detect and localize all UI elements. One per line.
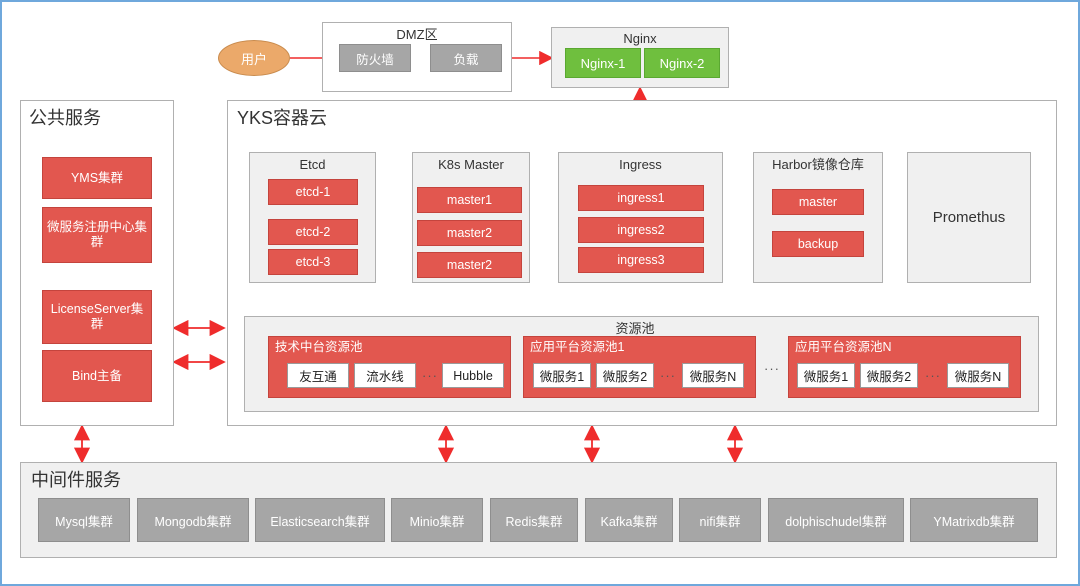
pool-label-tech-middle: 技术中台资源池 (275, 340, 363, 354)
pool-item-hubble[interactable]: Hubble (442, 363, 504, 388)
public-service-title: 公共服务 (29, 108, 101, 128)
pool-item-youhutong[interactable]: 友互通 (287, 363, 349, 388)
middleware-node-ymatrixdb[interactable]: YMatrixdb集群 (910, 498, 1038, 542)
pooln-item-microservice-1[interactable]: 微服务1 (797, 363, 855, 388)
etcd-node-2[interactable]: etcd-2 (268, 219, 358, 245)
harbor-node-master[interactable]: master (772, 189, 864, 215)
etcd-node-3[interactable]: etcd-3 (268, 249, 358, 275)
pooln-ellipsis: ··· (925, 368, 941, 383)
pool-ellipsis-tech: ··· (422, 368, 438, 383)
middleware-node-mongodb[interactable]: Mongodb集群 (137, 498, 249, 542)
dmz-title: DMZ区 (396, 27, 438, 42)
pool1-item-microservice-n[interactable]: 微服务N (682, 363, 744, 388)
middleware-node-nifi[interactable]: nifi集群 (679, 498, 761, 542)
ingress-node-2[interactable]: ingress2 (578, 217, 704, 243)
k8s-master-title: K8s Master (438, 157, 504, 172)
nginx-node-1[interactable]: Nginx-1 (565, 48, 641, 78)
pool1-item-microservice-2[interactable]: 微服务2 (596, 363, 654, 388)
harbor-title: Harbor镜像仓库 (772, 157, 864, 172)
middleware-node-kafka[interactable]: Kafka集群 (585, 498, 673, 542)
pooln-item-microservice-n[interactable]: 微服务N (947, 363, 1009, 388)
pool1-ellipsis: ··· (660, 368, 676, 383)
public-node-bind[interactable]: Bind主备 (42, 350, 152, 402)
pool-item-pipeline[interactable]: 流水线 (354, 363, 416, 388)
pool-label-app-platform-1: 应用平台资源池1 (530, 340, 625, 354)
harbor-node-backup[interactable]: backup (772, 231, 864, 257)
middleware-node-mysql[interactable]: Mysql集群 (38, 498, 130, 542)
user-node[interactable]: 用户 (218, 40, 290, 76)
yks-title: YKS容器云 (237, 108, 328, 128)
harbor-group: Harbor镜像仓库 (753, 152, 883, 283)
promethus-title: Promethus (932, 209, 1006, 226)
pool-label-app-platform-n: 应用平台资源池N (795, 340, 892, 354)
ingress-node-1[interactable]: ingress1 (578, 185, 704, 211)
dmz-node-load-balancer[interactable]: 负载 (430, 44, 502, 72)
etcd-title: Etcd (299, 157, 326, 172)
nginx-title: Nginx (623, 31, 657, 46)
k8s-node-master3[interactable]: master2 (417, 252, 522, 278)
resource-pool-ellipsis: ··· (764, 360, 780, 376)
pool1-item-microservice-1[interactable]: 微服务1 (533, 363, 591, 388)
middleware-node-dolphischudel[interactable]: dolphischudel集群 (768, 498, 904, 542)
public-node-license-server[interactable]: LicenseServer集群 (42, 290, 152, 344)
middleware-node-redis[interactable]: Redis集群 (490, 498, 578, 542)
public-node-microservice-registry[interactable]: 微服务注册中心集群 (42, 207, 152, 263)
k8s-node-master1[interactable]: master1 (417, 187, 522, 213)
middleware-title: 中间件服务 (31, 470, 121, 490)
ingress-node-3[interactable]: ingress3 (578, 247, 704, 273)
pooln-item-microservice-2[interactable]: 微服务2 (860, 363, 918, 388)
k8s-node-master2[interactable]: master2 (417, 220, 522, 246)
middleware-node-minio[interactable]: Minio集群 (391, 498, 483, 542)
etcd-node-1[interactable]: etcd-1 (268, 179, 358, 205)
ingress-title: Ingress (619, 157, 662, 172)
dmz-node-firewall[interactable]: 防火墙 (339, 44, 411, 72)
resource-pool-title: 资源池 (615, 321, 655, 336)
middleware-node-elasticsearch[interactable]: Elasticsearch集群 (255, 498, 385, 542)
promethus-group: Promethus (907, 152, 1031, 283)
nginx-node-2[interactable]: Nginx-2 (644, 48, 720, 78)
public-node-yms[interactable]: YMS集群 (42, 157, 152, 199)
